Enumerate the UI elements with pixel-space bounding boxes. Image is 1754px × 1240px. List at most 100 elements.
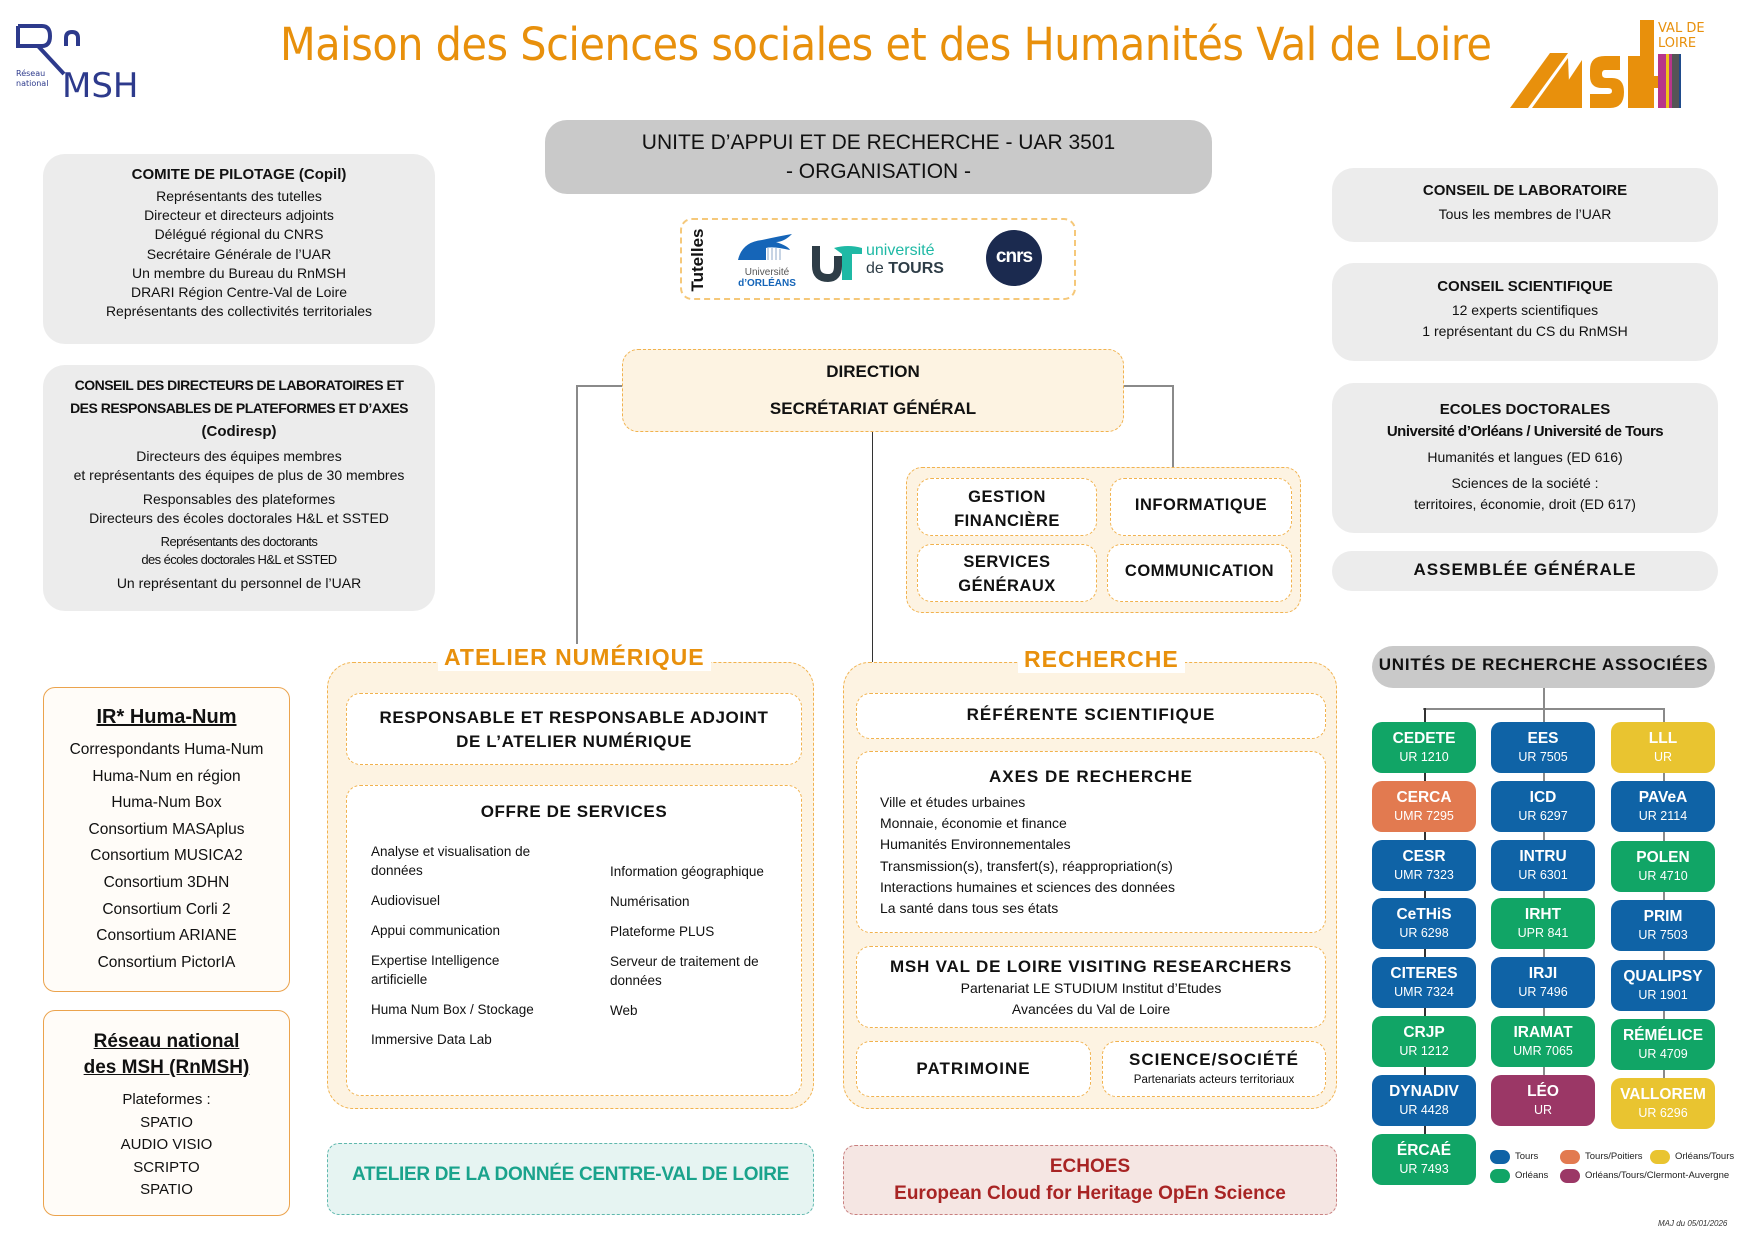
uar-subtitle: - ORGANISATION -: [785, 160, 972, 183]
humanum-item: Consortium Corli 2: [102, 900, 231, 918]
service-item-line: Expertise Intelligence: [371, 953, 500, 968]
humanum-item: Consortium MASAplus: [88, 820, 245, 838]
unit-name: CEDETE: [1392, 730, 1456, 747]
referente-scientifique-box: RÉFÉRENTE SCIENTIFIQUE: [856, 693, 1326, 739]
codiresp-line: Directeurs des équipes membres: [136, 448, 342, 464]
service-item-line: Information géographique: [610, 864, 764, 879]
msh-val-de-loire-logo: VAL DE LOIRE: [1510, 18, 1720, 110]
services-group: GESTION FINANCIÈRE INFORMATIQUE SERVICES…: [906, 467, 1301, 613]
communication-box: COMMUNICATION: [1107, 544, 1292, 602]
research-unit-card[interactable]: PAVeA UR 2114: [1611, 781, 1715, 833]
uar-banner: UNITE D’APPUI ET DE RECHERCHE - UAR 3501…: [545, 120, 1212, 194]
assemblee-generale-panel: ASSEMBLÉE GÉNÉRALE: [1332, 551, 1718, 591]
unit-name: CESR: [1402, 847, 1446, 865]
unit-name: EES: [1527, 730, 1559, 747]
research-unit-card[interactable]: ÉRCAÉ UR 7493: [1372, 1133, 1476, 1185]
unit-name: PAVeA: [1638, 789, 1688, 807]
unit-code: UR 1210: [1399, 750, 1449, 764]
research-unit-card[interactable]: CEDETE UR 1210: [1372, 722, 1476, 773]
service-item-line: Serveur de traitement de: [610, 954, 759, 969]
legend-swatch-tours: [1490, 1150, 1510, 1164]
svg-text:MSH: MSH: [62, 66, 136, 100]
services-generaux-box: SERVICES GÉNÉRAUX: [917, 544, 1097, 602]
unit-name: POLEN: [1636, 848, 1690, 866]
universite-orleans-logo: Université d’ORLÉANS: [732, 232, 802, 290]
legend-swatch-orleans_tours: [1650, 1150, 1670, 1164]
copil-line: Représentants des collectivités territor…: [105, 303, 373, 320]
service-item: Appui communication: [371, 921, 581, 940]
service-item: Huma Num Box / Stockage: [371, 1000, 581, 1019]
atelier-numerique-group: RESPONSABLE ET RESPONSABLE ADJOINT DE L’…: [327, 662, 814, 1109]
connector-line: [576, 385, 622, 387]
unit-code: UR 7493: [1399, 1161, 1449, 1176]
codiresp-group: Représentants des doctorants des écoles d…: [43, 533, 435, 569]
unit-code: UMR 7295: [1394, 808, 1454, 823]
legend-label: Orléans: [1515, 1170, 1549, 1181]
unit-name: CeTHiS: [1396, 906, 1452, 924]
unit-code: UR 6296: [1638, 1106, 1688, 1121]
unit-name: ICD: [1529, 788, 1557, 806]
copil-line: Secrétaire Générale de l’UAR: [146, 245, 332, 262]
axe-item: Interactions humaines et sciences des do…: [880, 878, 1175, 895]
page-title: Maison des Sciences sociales et des Huma…: [280, 18, 1492, 71]
service-item: Web: [610, 1001, 800, 1020]
codiresp-line: Représentants des doctorants: [160, 534, 318, 549]
service-item-line: Huma Num Box / Stockage: [371, 1002, 534, 1017]
unit-name: PRIM: [1643, 908, 1683, 926]
unit-code: UR 7496: [1518, 985, 1568, 1000]
copil-title: COMITE DE PILOTAGE (Copil): [131, 166, 347, 183]
research-unit-card[interactable]: IRJI UR 7496: [1491, 957, 1595, 1009]
recherche-group: RÉFÉRENTE SCIENTIFIQUE AXES DE RECHERCHE…: [843, 662, 1337, 1109]
connector-line: [1543, 708, 1545, 1081]
legend-label: Tours: [1515, 1151, 1539, 1162]
informatique-box: INFORMATIQUE: [1110, 478, 1292, 536]
codiresp-line: des écoles doctorales H&L et SSTED: [141, 552, 337, 567]
copil-line: Délégué régional du CNRS: [154, 226, 324, 243]
rnmsh-panel: Réseau national des MSH (RnMSH) Platefor…: [43, 1010, 290, 1216]
unit-name: IRHT: [1524, 906, 1562, 924]
unit-name: ÉRCAÉ: [1396, 1141, 1452, 1159]
humanum-item: Huma-Num en région: [92, 767, 241, 785]
svg-text:VAL DE: VAL DE: [1658, 21, 1705, 36]
rnmsh-item: AUDIO VISIO: [120, 1136, 213, 1153]
copil-line: Représentants des tutelles: [156, 188, 322, 204]
axe-item: Transmission(s), transfert(s), réappropr…: [880, 857, 1173, 874]
legend-label: Orléans/Tours/Clermont-Auvergne: [1585, 1170, 1730, 1181]
research-unit-card[interactable]: CESR UMR 7323: [1372, 839, 1476, 891]
rnmsh-item: Plateformes :: [122, 1091, 211, 1108]
offre-services-box: OFFRE DE SERVICES Analyse et visualisati…: [346, 785, 802, 1096]
unit-code: UR 2114: [1638, 809, 1688, 824]
unit-code: UMR 7324: [1394, 985, 1454, 1000]
unit-name: IRJI: [1528, 965, 1558, 983]
connector-line: [1424, 708, 1426, 1140]
unit-name: INTRU: [1519, 847, 1567, 865]
orleans-wave-icon: [738, 234, 792, 260]
unit-code: UMR 7323: [1394, 867, 1454, 882]
unit-name: CRJP: [1403, 1024, 1445, 1041]
direction-box: DIRECTION SECRÉTARIAT GÉNÉRAL: [622, 349, 1124, 432]
